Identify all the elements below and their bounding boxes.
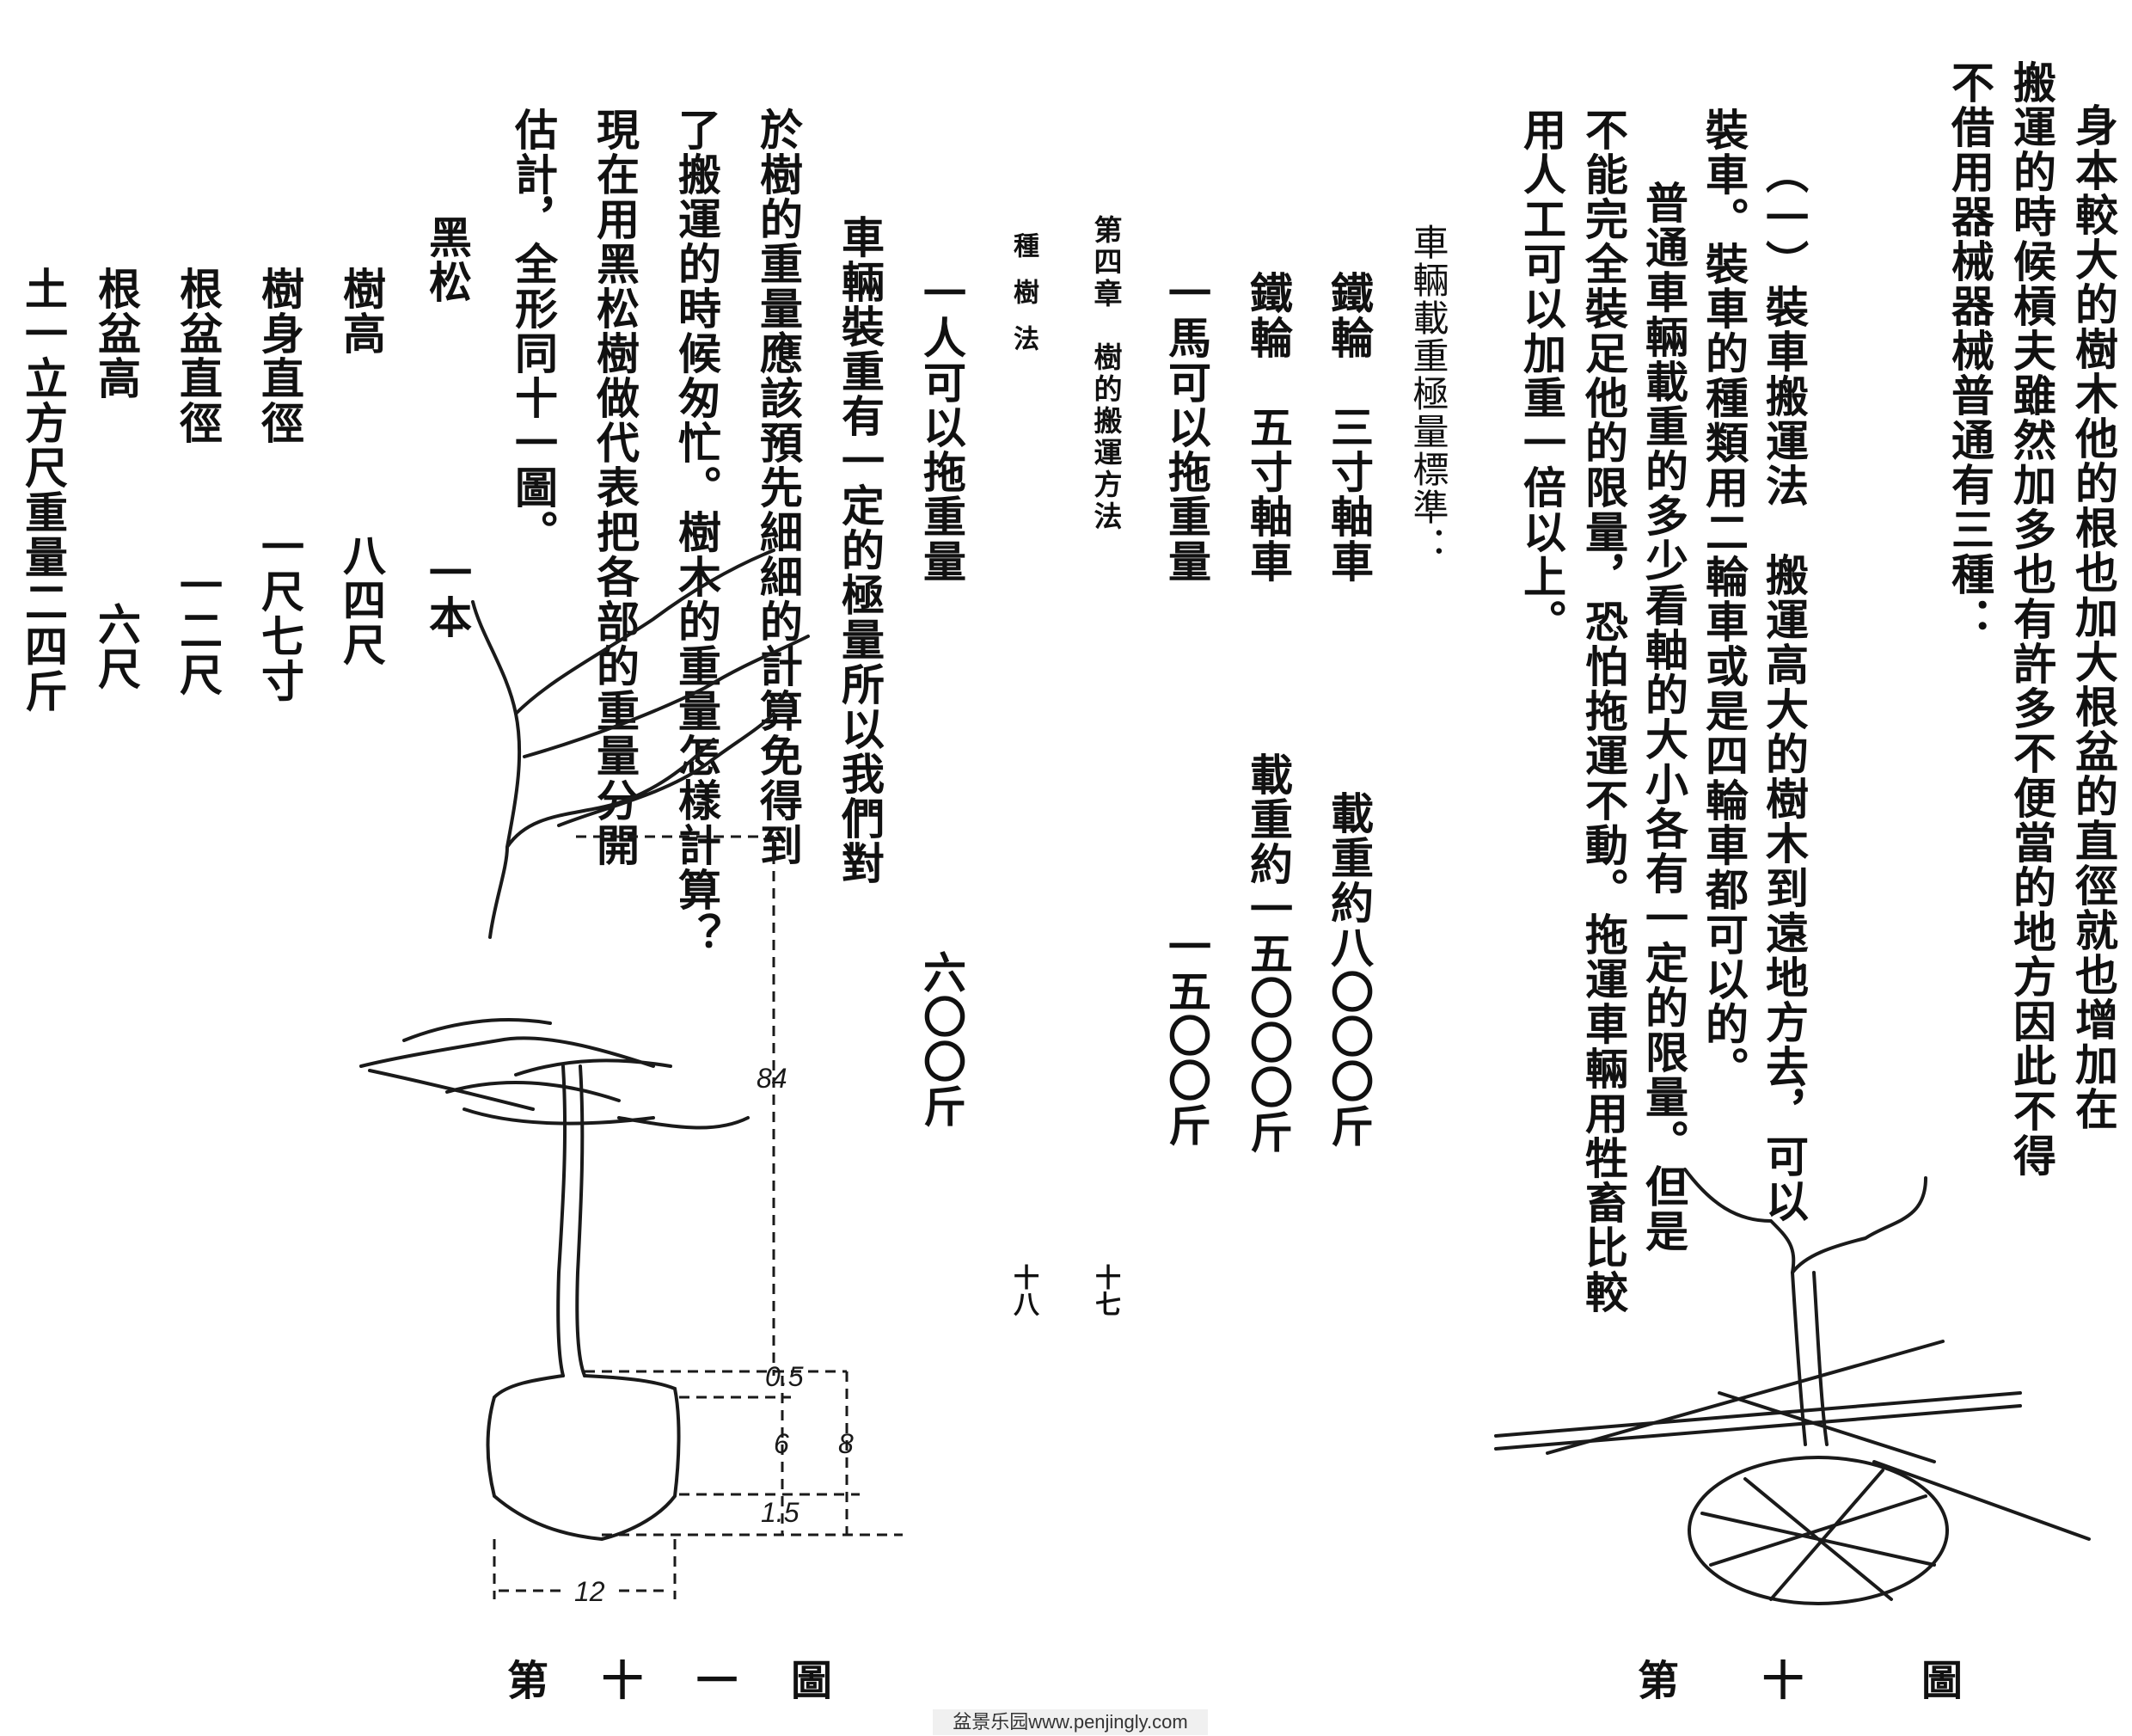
measure-value-1: 八四尺 xyxy=(336,533,387,667)
measure-label-3: 根盆直徑 xyxy=(173,267,224,445)
text-column-7: 不能完全裝足他的限量，恐怕拖運不動。拖運車輛用牲畜比較 xyxy=(1578,107,1629,1315)
fig10-caption-3: 圖 xyxy=(1921,1657,1964,1705)
table-item-2: 鐵輪 五寸軸車 xyxy=(1243,271,1294,584)
table-load-2: 載重約一五〇〇〇斤 xyxy=(1243,752,1294,1155)
species-label: 黑松 xyxy=(422,215,473,304)
measure-value-3: 一二尺 xyxy=(173,563,224,697)
text-column-6: 普通車輛載重的多少看軸的大小各有一定的限量。但是 xyxy=(1639,181,1689,1254)
page-number-left: 十八 xyxy=(1008,1264,1038,1317)
measure-label-1: 樹高 xyxy=(336,267,387,356)
carry-frame-figure xyxy=(1494,1168,2091,1605)
table-item-3: 一馬可以拖重量 xyxy=(1161,271,1212,584)
dimension-lines xyxy=(493,835,903,1599)
table-load-1: 載重約八〇〇〇斤 xyxy=(1324,791,1375,1149)
measure-label-2: 樹身直徑 xyxy=(254,267,305,445)
fig11-caption-1: 第 xyxy=(507,1657,549,1705)
watermark: 盆景乐园www.penjingly.com xyxy=(933,1709,1208,1735)
figure-topgap-label: 0.5 xyxy=(765,1361,804,1392)
text-column-1: 身本較大的樹木他的根也加大根盆的直徑就也增加在 xyxy=(2068,103,2119,1132)
fig10-caption-2: 十 xyxy=(1762,1657,1804,1705)
left-text-column-4: 現在用黑松樹做代表把各部的重量分開 xyxy=(590,107,640,868)
table-item-1: 鐵輪 三寸軸車 xyxy=(1324,271,1375,584)
left-text-column-1: 車輛裝重有一定的極量所以我們對 xyxy=(835,215,885,886)
figure-height-label: 84 xyxy=(757,1063,787,1094)
text-column-5: 裝車。裝車的種類用二輪車或是四輪車都可以的。 xyxy=(1699,107,1749,1091)
measure-value-2: 一尺七寸 xyxy=(254,524,305,703)
text-column-4: （一）裝車搬運法 搬運高大的樹木到遠地方去，可以 xyxy=(1759,150,1810,1224)
text-column-3: 不借用器械器械普通有三種： xyxy=(1945,60,1995,641)
fig10-caption-1: 第 xyxy=(1638,1657,1680,1705)
left-text-column-5: 估計，全形同十一圖。 xyxy=(508,107,559,555)
figure-width-label: 12 xyxy=(574,1576,605,1607)
figure-ball-label: 6 xyxy=(774,1428,789,1459)
chapter-title: 第四章 樹的搬運方法 xyxy=(1089,215,1123,533)
fig11-caption-4: 圖 xyxy=(791,1657,833,1705)
text-column-2: 搬運的時候槓夫雖然加多也有許多不便當的地方因此不得 xyxy=(2006,60,2057,1178)
table-load-3: 一五〇〇斤 xyxy=(1161,924,1212,1148)
text-column-8: 用人工可以加重一倍以上。 xyxy=(1516,107,1567,644)
left-table-item: 一人可以拖重量 xyxy=(916,271,967,584)
figure-bottomgap-label: 1.5 xyxy=(761,1497,800,1528)
fig11-caption-2: 十 xyxy=(602,1657,644,1705)
left-text-column-3: 了搬運的時候匆忙。樹木的重量怎樣計算？ xyxy=(671,107,722,957)
measure-label-4: 根盆高 xyxy=(91,267,142,401)
figure-total-label: 8 xyxy=(838,1428,854,1459)
left-text-column-2: 於樹的重量應該預先細細的計算免得到 xyxy=(753,107,804,868)
pine-tree-figure xyxy=(359,549,810,1542)
species-count: 一本 xyxy=(422,550,473,640)
left-table-load: 六〇〇斤 xyxy=(916,950,967,1129)
measure-value-4: 六尺 xyxy=(91,602,142,691)
soil-weight-line: 土一立方尺重量二四斤 xyxy=(18,267,69,714)
fig11-caption-3: 一 xyxy=(696,1657,738,1705)
page-number-right: 十七 xyxy=(1090,1264,1120,1317)
book-title: 種樹法 xyxy=(1008,232,1038,371)
table-heading: 車輛載重極量標準： xyxy=(1407,224,1449,564)
